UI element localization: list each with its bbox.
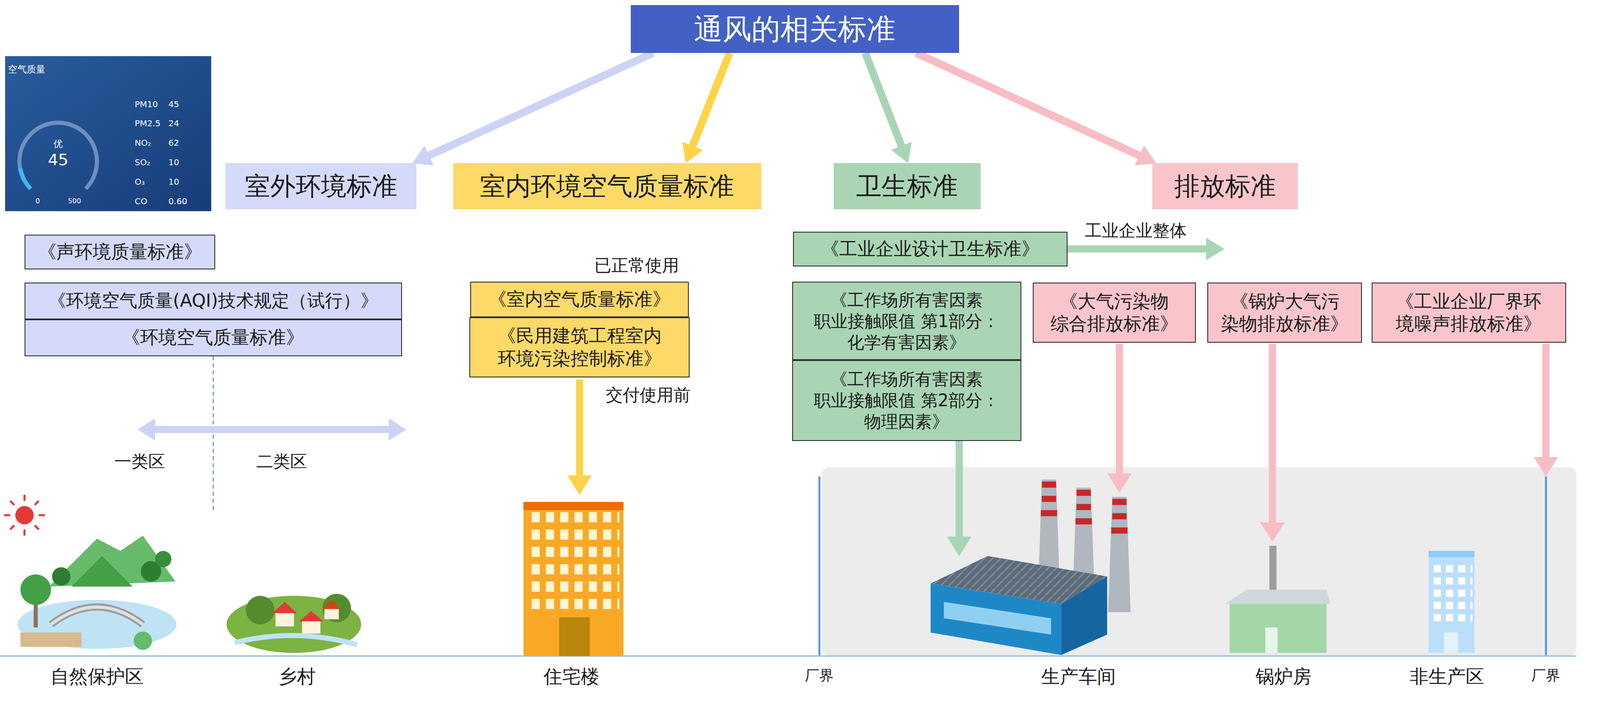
note-label: 工业企业整体 [1084, 220, 1187, 241]
pollutant-name: NO₂ [134, 138, 152, 148]
box-text: 《环境空气质量(AQI)技术规定（试行）》 [48, 289, 378, 313]
standard-box: 《环境空气质量标准》 [24, 319, 403, 357]
standard-box: 《工作场所有害因素 职业接触限值 第1部分：化学有害因素》 [792, 281, 1022, 361]
pollutant-value: 0.60 [168, 196, 188, 206]
zone-label: 二类区 [256, 451, 308, 472]
box-text: 《民用建筑工程室内 环境污染控制标准》 [474, 324, 685, 371]
aqi-value: 45 [47, 150, 69, 170]
standard-box: 《环境空气质量(AQI)技术规定（试行）》 [24, 282, 403, 320]
box-text: 《工作场所有害因素 职业接触限值 第1部分：化学有害因素》 [797, 289, 1017, 353]
standard-box: 《工作场所有害因素 职业接触限值 第2部分：物理因素》 [792, 360, 1022, 441]
place-label: 乡村 [278, 665, 316, 688]
boundary-label: 厂界 [804, 667, 834, 684]
box-text: 室内环境空气质量标准 [479, 170, 735, 203]
pollutant-value: 45 [168, 99, 179, 109]
standard-box: 《锅炉大气污 染物排放标准》 [1207, 282, 1362, 343]
gauge-min: 0 [35, 196, 40, 205]
boundary-label: 厂界 [1531, 667, 1561, 684]
category-box: 室外环境标准 [225, 163, 416, 209]
box-text: 《室内空气质量标准》 [488, 288, 671, 311]
pollutant-name: PM2.5 [134, 118, 161, 129]
box-text: 《环境空气质量标准》 [122, 326, 305, 350]
box-text: 《工业企业设计卫生标准》 [820, 237, 1040, 261]
place-label: 住宅楼 [543, 665, 600, 688]
standard-box: 《大气污染物 综合排放标准》 [1032, 282, 1196, 343]
box-text: 《锅炉大气污 染物排放标准》 [1212, 290, 1357, 336]
pollutant-value: 62 [168, 138, 179, 148]
pollutant-name: SO₂ [134, 157, 150, 167]
standard-box: 《工业企业厂界环 境噪声排放标准》 [1371, 282, 1567, 343]
standard-box: 《民用建筑工程室内 环境污染控制标准》 [469, 317, 690, 378]
zone-label: 一类区 [114, 451, 166, 472]
connector-arrow [682, 52, 730, 164]
pollutant-name: PM10 [134, 99, 159, 109]
aqi-grade: 优 [53, 138, 63, 150]
box-text: 室外环境标准 [244, 170, 398, 203]
place-label: 生产车间 [1041, 665, 1116, 688]
standard-box: 《工业企业设计卫生标准》 [793, 231, 1068, 267]
note-label: 已正常使用 [594, 255, 680, 275]
standard-box: 《室内空气质量标准》 [470, 281, 689, 318]
pollutant-value: 10 [168, 176, 179, 187]
connector-arrow [865, 52, 912, 164]
place-label: 非生产区 [1409, 665, 1485, 688]
pollutant-value: 10 [168, 157, 179, 167]
box-text: 《大气污染物 综合排放标准》 [1037, 290, 1191, 336]
box-text: 《工作场所有害因素 职业接触限值 第2部分：物理因素》 [797, 368, 1017, 433]
pollutant-name: O₃ [134, 176, 145, 187]
category-box: 室内环境空气质量标准 [453, 163, 762, 209]
place-label: 自然保护区 [50, 665, 144, 688]
gauge-max: 500 [68, 196, 82, 205]
box-text: 卫生标准 [856, 170, 958, 203]
box-text: 排放标准 [1174, 170, 1276, 203]
note-label: 交付使用前 [605, 385, 691, 405]
connector-arrow [412, 52, 654, 166]
category-box: 卫生标准 [833, 163, 981, 209]
pollutant-name: CO [134, 196, 148, 206]
box-text: 通风的相关标准 [693, 11, 896, 48]
panel-title: 空气质量 [8, 63, 46, 75]
category-box: 排放标准 [1152, 163, 1298, 209]
pollutant-value: 24 [168, 118, 179, 129]
place-label: 锅炉房 [1255, 665, 1312, 688]
standard-box: 《声环境质量标准》 [24, 234, 216, 270]
title-box: 通风的相关标准 [630, 5, 960, 53]
box-text: 《工业企业厂界环 境噪声排放标准》 [1376, 290, 1562, 336]
connector-arrow [916, 52, 1157, 166]
box-text: 《声环境质量标准》 [38, 240, 203, 264]
